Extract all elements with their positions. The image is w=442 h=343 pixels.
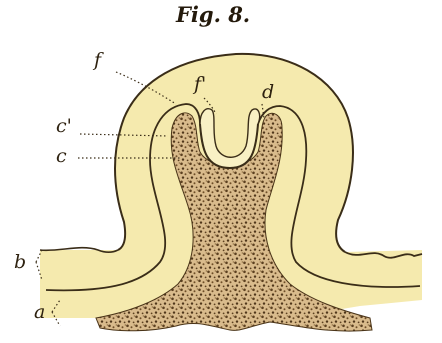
label-f-prime: f': [192, 73, 206, 95]
label-b: b: [14, 251, 26, 273]
label-c-prime: c': [56, 115, 72, 137]
label-d: d: [262, 81, 274, 103]
figure-title: Fig. 8.: [175, 2, 250, 27]
label-c: c: [56, 145, 67, 167]
label-a: a: [34, 301, 45, 323]
label-f: f: [92, 49, 104, 71]
